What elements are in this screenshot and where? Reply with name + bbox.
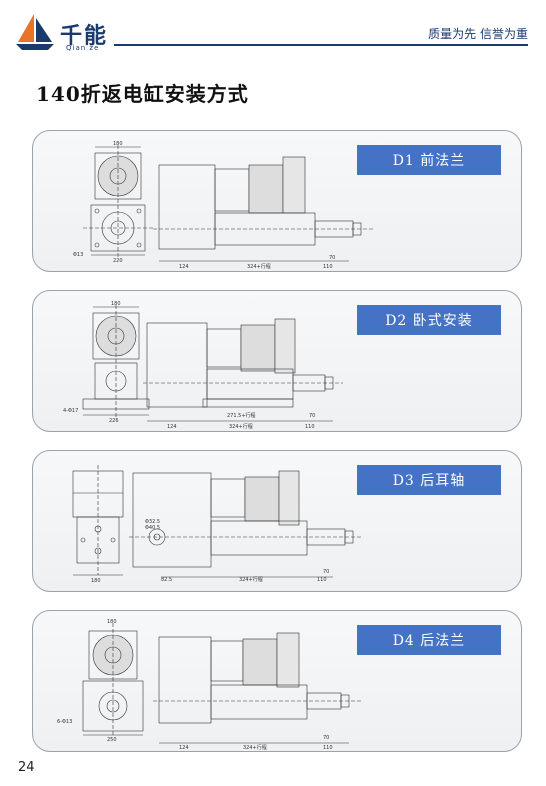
dim-tail: 110 bbox=[305, 424, 315, 430]
dim-rod: 70 bbox=[323, 735, 329, 741]
dim-stroke: 324+行程 bbox=[247, 263, 271, 270]
sailboat-logo-icon bbox=[16, 14, 54, 50]
drawing-d2-horizontal-mount: 180 226 4-Φ17 124 324+行程 271.5+行程 110 70 bbox=[63, 301, 343, 430]
dim-base: 271.5+行程 bbox=[227, 412, 256, 419]
dim-pitch: 124 bbox=[179, 264, 189, 270]
dim-tail: 110 bbox=[323, 745, 333, 751]
panel-d1-front-flange: 180 220 Φ13 124 324+行程 110 70 D1 前法兰 bbox=[32, 130, 522, 272]
dim-pin: Φ32.5 bbox=[145, 519, 160, 525]
company-slogan: 质量为先 信誉为重 bbox=[428, 27, 528, 41]
drawing-d1-front-flange: 180 220 Φ13 124 324+行程 110 70 bbox=[73, 141, 373, 270]
dim-offset: 82.5 bbox=[161, 577, 172, 583]
dim-tail: 110 bbox=[317, 577, 327, 583]
drawing-d3-rear-trunnion: 180 Φ32.5 Φ40.5 82.5 324+行程 110 70 bbox=[72, 465, 363, 584]
page-number: 24 bbox=[18, 760, 35, 775]
dim-pitch: 124 bbox=[167, 424, 177, 430]
dim-bottom-width: 220 bbox=[113, 258, 123, 264]
dim-top-width: 180 bbox=[111, 301, 121, 307]
mount-type-label: D4 后法兰 bbox=[357, 625, 501, 655]
dim-top-width: 180 bbox=[107, 619, 117, 625]
dim-bottom-width: 226 bbox=[109, 418, 119, 424]
logo-english-text: Qian ze bbox=[66, 44, 100, 52]
dim-hole: 6-Φ13 bbox=[57, 719, 72, 725]
mount-type-label: D3 后耳轴 bbox=[357, 465, 501, 495]
drawing-d4-rear-flange: 180 250 6-Φ13 124 324+行程 110 70 bbox=[57, 619, 363, 751]
dim-hole: 4-Φ17 bbox=[63, 408, 78, 414]
panel-d3-rear-trunnion: 180 Φ32.5 Φ40.5 82.5 324+行程 110 70 D3 后耳… bbox=[32, 450, 522, 592]
header-divider bbox=[114, 44, 528, 46]
dim-pitch: 124 bbox=[179, 745, 189, 751]
dim-stroke: 324+行程 bbox=[229, 423, 253, 430]
dim-tail: 110 bbox=[323, 264, 333, 270]
mount-type-label: D1 前法兰 bbox=[357, 145, 501, 175]
dim-hole: Φ40.5 bbox=[145, 525, 160, 531]
dim-rod: 70 bbox=[309, 413, 315, 419]
dim-bottom-width: 180 bbox=[91, 578, 101, 584]
page-title: 140折返电缸安装方式 bbox=[36, 82, 249, 106]
dim-rod: 70 bbox=[329, 255, 335, 261]
dim-hole: Φ13 bbox=[73, 252, 83, 258]
dim-top-width: 180 bbox=[113, 141, 123, 147]
logo-chinese-text: 千能 bbox=[60, 23, 109, 49]
dim-bottom-width: 250 bbox=[107, 737, 117, 743]
mount-type-label: D2 卧式安装 bbox=[357, 305, 501, 335]
dim-stroke: 324+行程 bbox=[243, 744, 267, 751]
company-logo: 千能 Qian ze bbox=[14, 12, 124, 52]
panel-d4-rear-flange: 180 250 6-Φ13 124 324+行程 110 70 D4 后法兰 bbox=[32, 610, 522, 752]
dim-rod: 70 bbox=[323, 569, 329, 575]
panel-d2-horizontal-mount: 180 226 4-Φ17 124 324+行程 271.5+行程 110 70… bbox=[32, 290, 522, 432]
page-header: 千能 Qian ze 质量为先 信誉为重 bbox=[0, 0, 546, 60]
dim-stroke: 324+行程 bbox=[239, 576, 263, 583]
